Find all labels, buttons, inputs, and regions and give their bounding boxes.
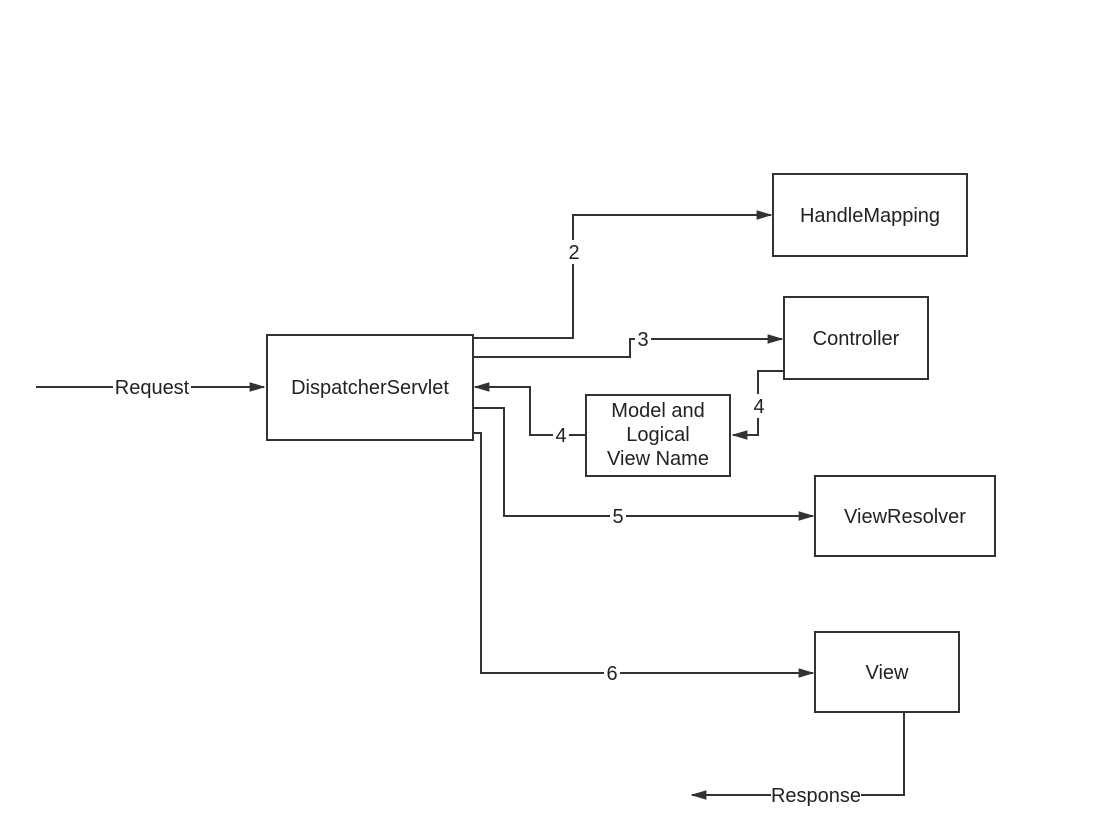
node-label-model-line-2: Logical — [626, 424, 689, 446]
node-label-handle-mapping: HandleMapping — [800, 205, 940, 227]
edge-label-4-model: 4 — [555, 425, 566, 447]
edge-label-response: Response — [771, 785, 861, 807]
node-controller: Controller — [783, 296, 929, 380]
edge-label-4-controller: 4 — [753, 396, 764, 418]
node-label-view: View — [866, 662, 910, 684]
edge-label-2: 2 — [568, 242, 579, 264]
node-label-controller: Controller — [813, 328, 900, 350]
node-dispatcher-servlet: DispatcherServlet — [266, 334, 474, 441]
edge-to-handle-mapping: 2 — [473, 210, 773, 339]
node-label-dispatcher-servlet: DispatcherServlet — [291, 377, 449, 399]
edge-label-6: 6 — [606, 663, 617, 685]
node-handle-mapping: HandleMapping — [772, 173, 968, 257]
edge-to-view: 6 — [473, 432, 815, 685]
edge-to-view-resolver: 5 — [473, 407, 815, 528]
node-label-model-line-1: Model and — [611, 400, 704, 422]
node-label-model-line-3: View Name — [607, 448, 709, 470]
edge-model-return: 4 — [473, 382, 585, 447]
edge-label-request: Request — [115, 377, 190, 399]
node-model-view-name: Model and Logical View Name — [585, 394, 731, 477]
node-view: View — [814, 631, 960, 713]
edge-label-3: 3 — [637, 329, 648, 351]
node-label-view-resolver: ViewResolver — [844, 506, 966, 528]
edge-response: Response — [690, 712, 905, 807]
edge-to-controller: 3 — [473, 327, 784, 358]
node-view-resolver: ViewResolver — [814, 475, 996, 557]
edge-controller-return: 4 — [731, 370, 783, 440]
edge-request: Request — [36, 375, 266, 399]
edge-label-5: 5 — [612, 506, 623, 528]
